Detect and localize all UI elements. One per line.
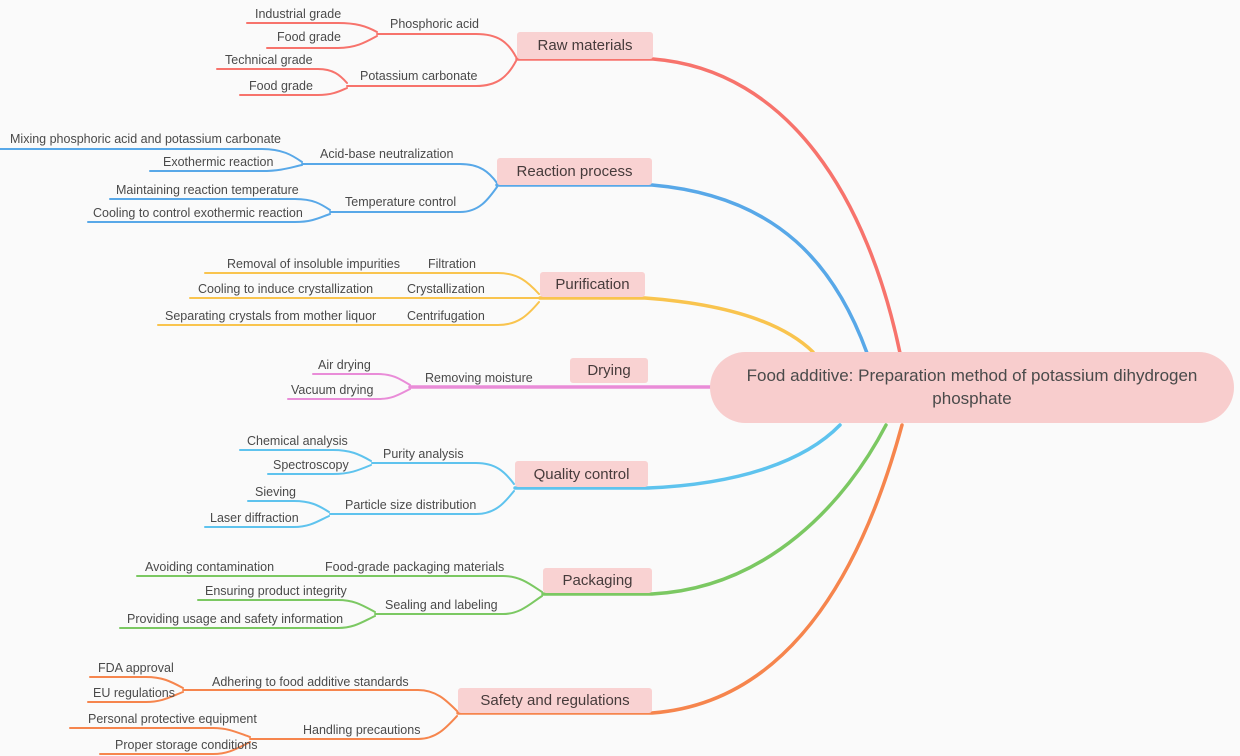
leaf-providing-info[interactable]: Providing usage and safety information bbox=[127, 612, 344, 626]
connector-reaction-process-main bbox=[495, 183, 869, 355]
connector-laser-diffraction bbox=[204, 515, 330, 528]
subtopic-crystallization[interactable]: Crystallization bbox=[407, 282, 485, 296]
leaf-avoiding-contamination[interactable]: Avoiding contamination bbox=[145, 560, 275, 574]
leaf-cooling-crystallization[interactable]: Cooling to induce crystallization bbox=[198, 282, 374, 296]
subtopic-purity-analysis[interactable]: Purity analysis bbox=[383, 447, 464, 461]
connector-food-grade-1 bbox=[266, 35, 378, 49]
connector-temperature-control bbox=[329, 186, 498, 213]
subtopic-centrifugation[interactable]: Centrifugation bbox=[407, 309, 485, 323]
connector-chemical-analysis bbox=[239, 449, 372, 462]
subtopic-temperature-control[interactable]: Temperature control bbox=[345, 195, 457, 209]
connector-personal-protective bbox=[69, 727, 251, 738]
connector-purity-analysis bbox=[371, 462, 515, 485]
connector-quality-control-main bbox=[513, 423, 842, 490]
subtopic-particle-size-distribution[interactable]: Particle size distribution bbox=[345, 498, 477, 512]
connector-sealing-labeling bbox=[374, 595, 543, 615]
connector-cooling-exothermic bbox=[87, 213, 331, 223]
topic-node-raw-materials[interactable]: Raw materials bbox=[517, 32, 653, 59]
connector-food-grade-2 bbox=[239, 87, 348, 96]
connector-maintaining-temperature bbox=[109, 198, 331, 211]
leaf-separating-crystals[interactable]: Separating crystals from mother liquor bbox=[165, 309, 377, 323]
subtopic-acid-base-neutralization[interactable]: Acid-base neutralization bbox=[320, 147, 454, 161]
leaf-laser-diffraction[interactable]: Laser diffraction bbox=[210, 511, 299, 525]
subtopic-filtration[interactable]: Filtration bbox=[428, 257, 476, 271]
leaf-ensuring-integrity[interactable]: Ensuring product integrity bbox=[205, 584, 347, 598]
subtopic-sealing-labeling[interactable]: Sealing and labeling bbox=[385, 598, 498, 612]
leaf-technical-grade[interactable]: Technical grade bbox=[225, 53, 313, 67]
leaf-sieving[interactable]: Sieving bbox=[255, 485, 296, 499]
connector-food-grade-packaging-row bbox=[136, 575, 543, 593]
leaf-maintaining-temperature[interactable]: Maintaining reaction temperature bbox=[116, 183, 299, 197]
topic-node-quality-control[interactable]: Quality control bbox=[515, 461, 648, 487]
connector-air-drying bbox=[312, 373, 411, 386]
leaf-proper-storage-conditions[interactable]: Proper storage conditions bbox=[115, 738, 258, 752]
connector-industrial-grade bbox=[246, 22, 378, 33]
connector-potassium-carbonate bbox=[346, 60, 517, 87]
connector-centrifugation-row bbox=[157, 301, 540, 326]
connector-proper-storage bbox=[99, 741, 251, 755]
topic-node-safety-regulations[interactable]: Safety and regulations bbox=[458, 688, 652, 713]
leaf-vacuum-drying[interactable]: Vacuum drying bbox=[291, 383, 374, 397]
connector-raw-materials-main bbox=[515, 57, 902, 355]
leaf-air-drying[interactable]: Air drying bbox=[318, 358, 371, 372]
leaf-mixing[interactable]: Mixing phosphoric acid and potassium car… bbox=[10, 132, 281, 146]
leaf-eu-regulations[interactable]: EU regulations bbox=[93, 686, 175, 700]
leaf-spectroscopy[interactable]: Spectroscopy bbox=[273, 458, 349, 472]
leaf-chemical-analysis[interactable]: Chemical analysis bbox=[247, 434, 348, 448]
connector-exothermic-reaction bbox=[149, 164, 303, 172]
topic-node-reaction-process[interactable]: Reaction process bbox=[497, 158, 652, 185]
leaf-food-grade-1[interactable]: Food grade bbox=[277, 30, 341, 44]
connector-handling-precautions bbox=[249, 715, 458, 740]
connector-vacuum-drying bbox=[287, 388, 411, 400]
leaf-personal-protective-equipment[interactable]: Personal protective equipment bbox=[88, 712, 257, 726]
leaf-removal-impurities[interactable]: Removal of insoluble impurities bbox=[227, 257, 400, 271]
connector-safety-main bbox=[456, 423, 904, 715]
connector-spectroscopy bbox=[267, 464, 372, 475]
topic-node-drying[interactable]: Drying bbox=[570, 358, 648, 383]
connector-filtration-row bbox=[204, 272, 540, 295]
connector-fda-approval bbox=[89, 676, 184, 689]
subtopic-handling-precautions[interactable]: Handling precautions bbox=[303, 723, 421, 737]
leaf-cooling-exothermic[interactable]: Cooling to control exothermic reaction bbox=[93, 206, 303, 220]
leaf-industrial-grade[interactable]: Industrial grade bbox=[255, 7, 342, 21]
connector-particle-size bbox=[329, 490, 515, 515]
subtopic-removing-moisture[interactable]: Removing moisture bbox=[425, 371, 533, 385]
connector-sieving bbox=[247, 500, 330, 513]
connector-eu-regulations bbox=[87, 691, 184, 703]
connector-technical-grade bbox=[216, 68, 348, 84]
connector-packaging-main bbox=[541, 423, 888, 596]
connector-phosphoric-acid bbox=[376, 33, 517, 58]
connector-providing-info bbox=[119, 615, 376, 629]
root-node[interactable]: Food additive: Preparation method of pot… bbox=[710, 352, 1234, 423]
subtopic-phosphoric-acid[interactable]: Phosphoric acid bbox=[390, 17, 479, 31]
connector-ensuring-integrity bbox=[197, 599, 376, 613]
leaf-exothermic-reaction[interactable]: Exothermic reaction bbox=[163, 155, 274, 169]
topic-node-purification[interactable]: Purification bbox=[540, 272, 645, 297]
leaf-food-grade-2[interactable]: Food grade bbox=[249, 79, 313, 93]
connector-acid-base-neutralization bbox=[301, 163, 498, 184]
topic-node-packaging[interactable]: Packaging bbox=[543, 568, 652, 593]
connector-mixing bbox=[0, 148, 303, 163]
leaf-fda-approval[interactable]: FDA approval bbox=[98, 661, 174, 675]
connector-purification-main bbox=[538, 296, 815, 354]
connector-adhering-standards bbox=[182, 689, 458, 712]
subtopic-food-grade-packaging[interactable]: Food-grade packaging materials bbox=[325, 560, 505, 574]
subtopic-adhering-standards[interactable]: Adhering to food additive standards bbox=[212, 675, 409, 689]
subtopic-potassium-carbonate[interactable]: Potassium carbonate bbox=[360, 69, 478, 83]
